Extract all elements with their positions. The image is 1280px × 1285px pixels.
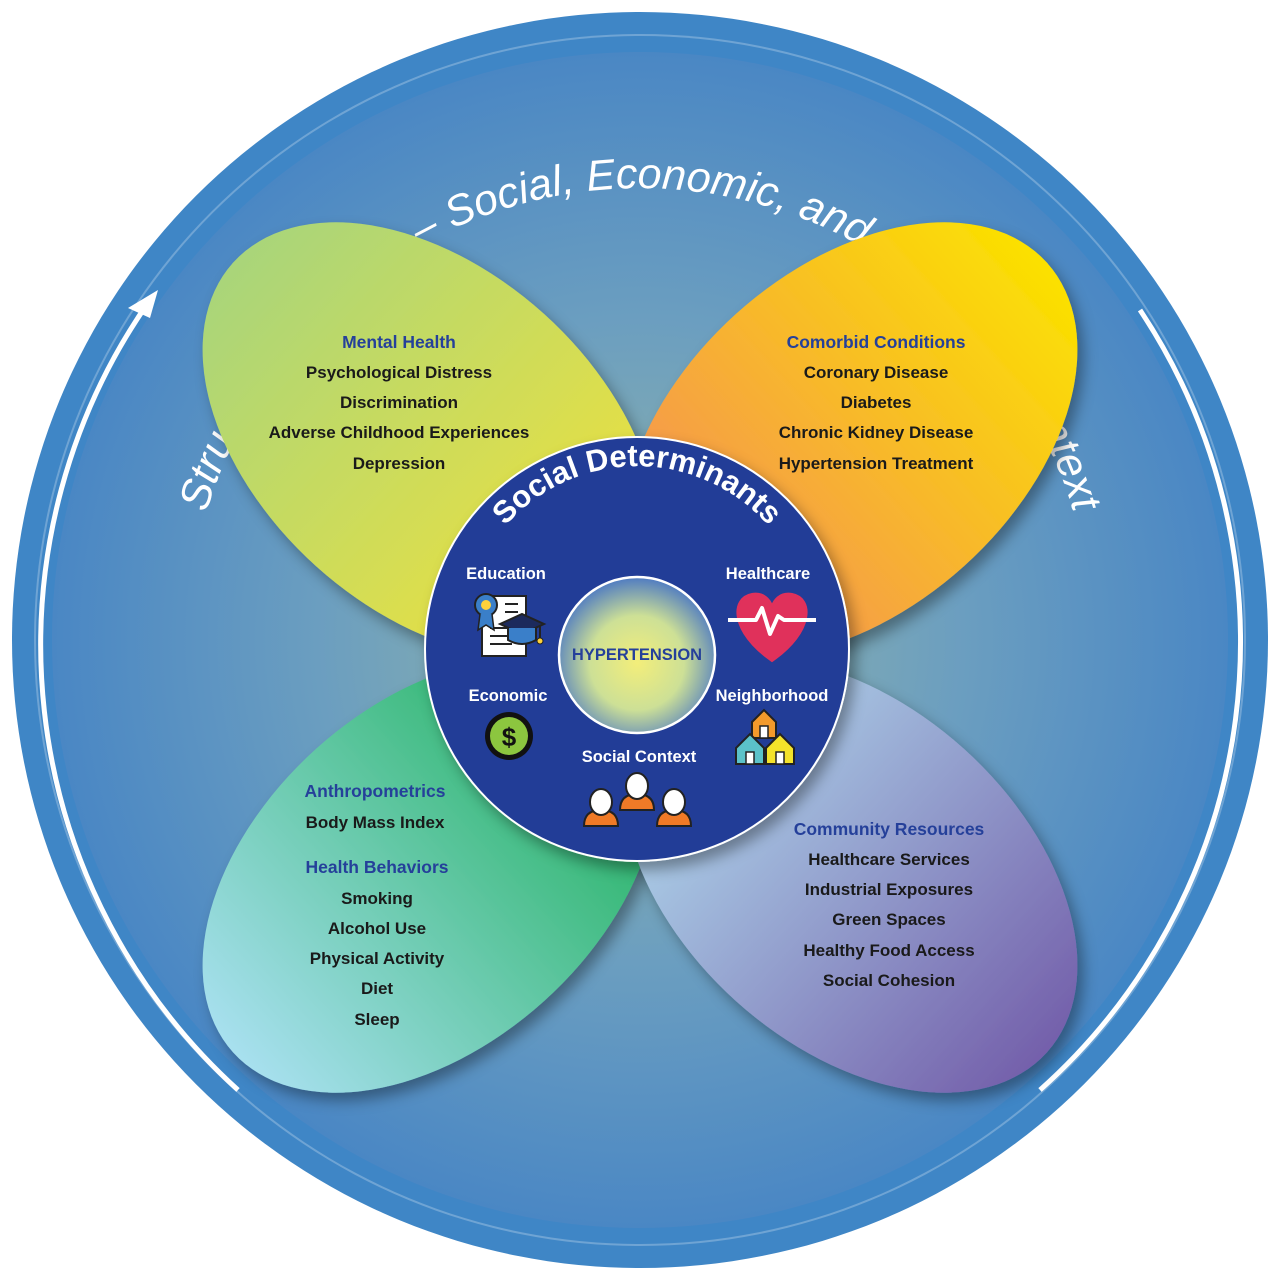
- houses-icon: [735, 708, 795, 765]
- mental-health-group: Mental Health Psychological Distress Dis…: [269, 332, 530, 473]
- anthropometrics-title: Anthropometrics: [305, 781, 446, 801]
- people-group-icon: [582, 772, 693, 827]
- health-behaviors-item: Smoking: [341, 889, 413, 908]
- dollar-coin-icon: $: [485, 712, 533, 760]
- comorbid-conditions-title: Comorbid Conditions: [787, 332, 966, 352]
- mental-health-item: Depression: [353, 454, 446, 473]
- cycle-arrow-left: [38, 298, 240, 1092]
- mental-health-item: Adverse Childhood Experiences: [269, 423, 530, 442]
- cycle-arrow-right: [1038, 308, 1243, 1092]
- svg-text:$: $: [502, 722, 517, 752]
- heart-pulse-icon: [728, 592, 816, 663]
- health-behaviors-title: Health Behaviors: [306, 857, 449, 877]
- economic-label: Economic: [469, 687, 548, 705]
- mental-health-item: Psychological Distress: [306, 363, 492, 382]
- comorbid-item: Chronic Kidney Disease: [779, 423, 974, 442]
- health-behaviors-item: Physical Activity: [310, 949, 445, 968]
- community-resources-item: Healthy Food Access: [803, 941, 974, 960]
- arrowhead-icon: [128, 290, 158, 318]
- education-certificate-graduation-cap-icon: [474, 593, 547, 657]
- mental-health-item: Discrimination: [340, 393, 458, 412]
- community-resources-group: Community Resources Healthcare Services …: [794, 819, 985, 990]
- health-behaviors-item: Sleep: [354, 1010, 399, 1029]
- community-resources-item: Social Cohesion: [823, 971, 955, 990]
- health-behaviors-item: Diet: [361, 979, 393, 998]
- comorbid-conditions-group: Comorbid Conditions Coronary Disease Dia…: [779, 332, 974, 473]
- education-label: Education: [466, 565, 546, 583]
- community-resources-item: Green Spaces: [832, 910, 945, 929]
- health-behaviors-item: Alcohol Use: [328, 919, 426, 938]
- comorbid-item: Coronary Disease: [804, 363, 949, 382]
- neighborhood-label: Neighborhood: [716, 687, 829, 705]
- anthropometrics-behaviors-group: Anthropometrics Body Mass Index Health B…: [305, 781, 449, 1029]
- comorbid-item: Diabetes: [841, 393, 912, 412]
- community-resources-title: Community Resources: [794, 819, 985, 839]
- hypertension-label: HYPERTENSION: [572, 646, 702, 664]
- mental-health-title: Mental Health: [342, 332, 456, 352]
- comorbid-item: Hypertension Treatment: [779, 454, 974, 473]
- community-resources-item: Healthcare Services: [808, 850, 970, 869]
- community-resources-item: Industrial Exposures: [805, 880, 973, 899]
- anthropometrics-item: Body Mass Index: [306, 813, 445, 832]
- hypertension-core: [557, 575, 717, 735]
- social-context-label: Social Context: [582, 748, 697, 766]
- healthcare-label: Healthcare: [726, 565, 810, 583]
